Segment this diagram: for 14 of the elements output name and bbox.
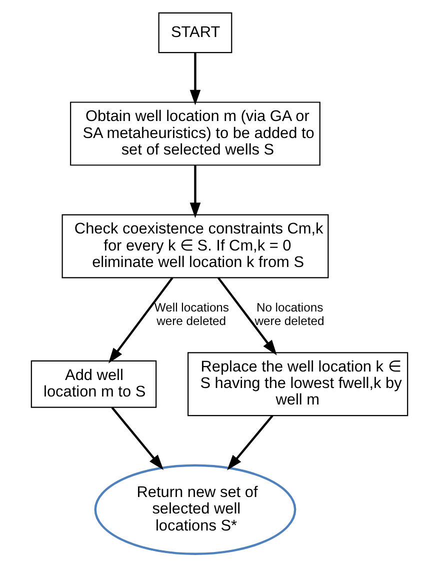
node-box: Add well location m to S	[30, 360, 157, 408]
arrow	[190, 165, 201, 218]
arrow	[227, 415, 274, 470]
arrow	[111, 406, 164, 470]
arrow	[108, 277, 174, 364]
arrow	[217, 277, 277, 356]
edge-label: No locations were deleted	[254, 300, 324, 328]
node-box: START	[158, 12, 232, 54]
node-ellipse: Return new set of selected well locations S*	[94, 464, 296, 555]
arrow	[190, 52, 201, 106]
node-box: Obtain well location m (via GA or SA metaheuristics) to be added to set of selected wells S	[70, 102, 320, 166]
node-box: Check coexistence constraints Cm,k for every k ∈ S. If Cm,k = 0 eliminate well location k from S	[62, 214, 329, 278]
node-box: Replace the well location k ∈ S having the lowest fwell,k by well m	[188, 352, 408, 416]
edge-label: Well locations were deleted	[154, 300, 230, 328]
